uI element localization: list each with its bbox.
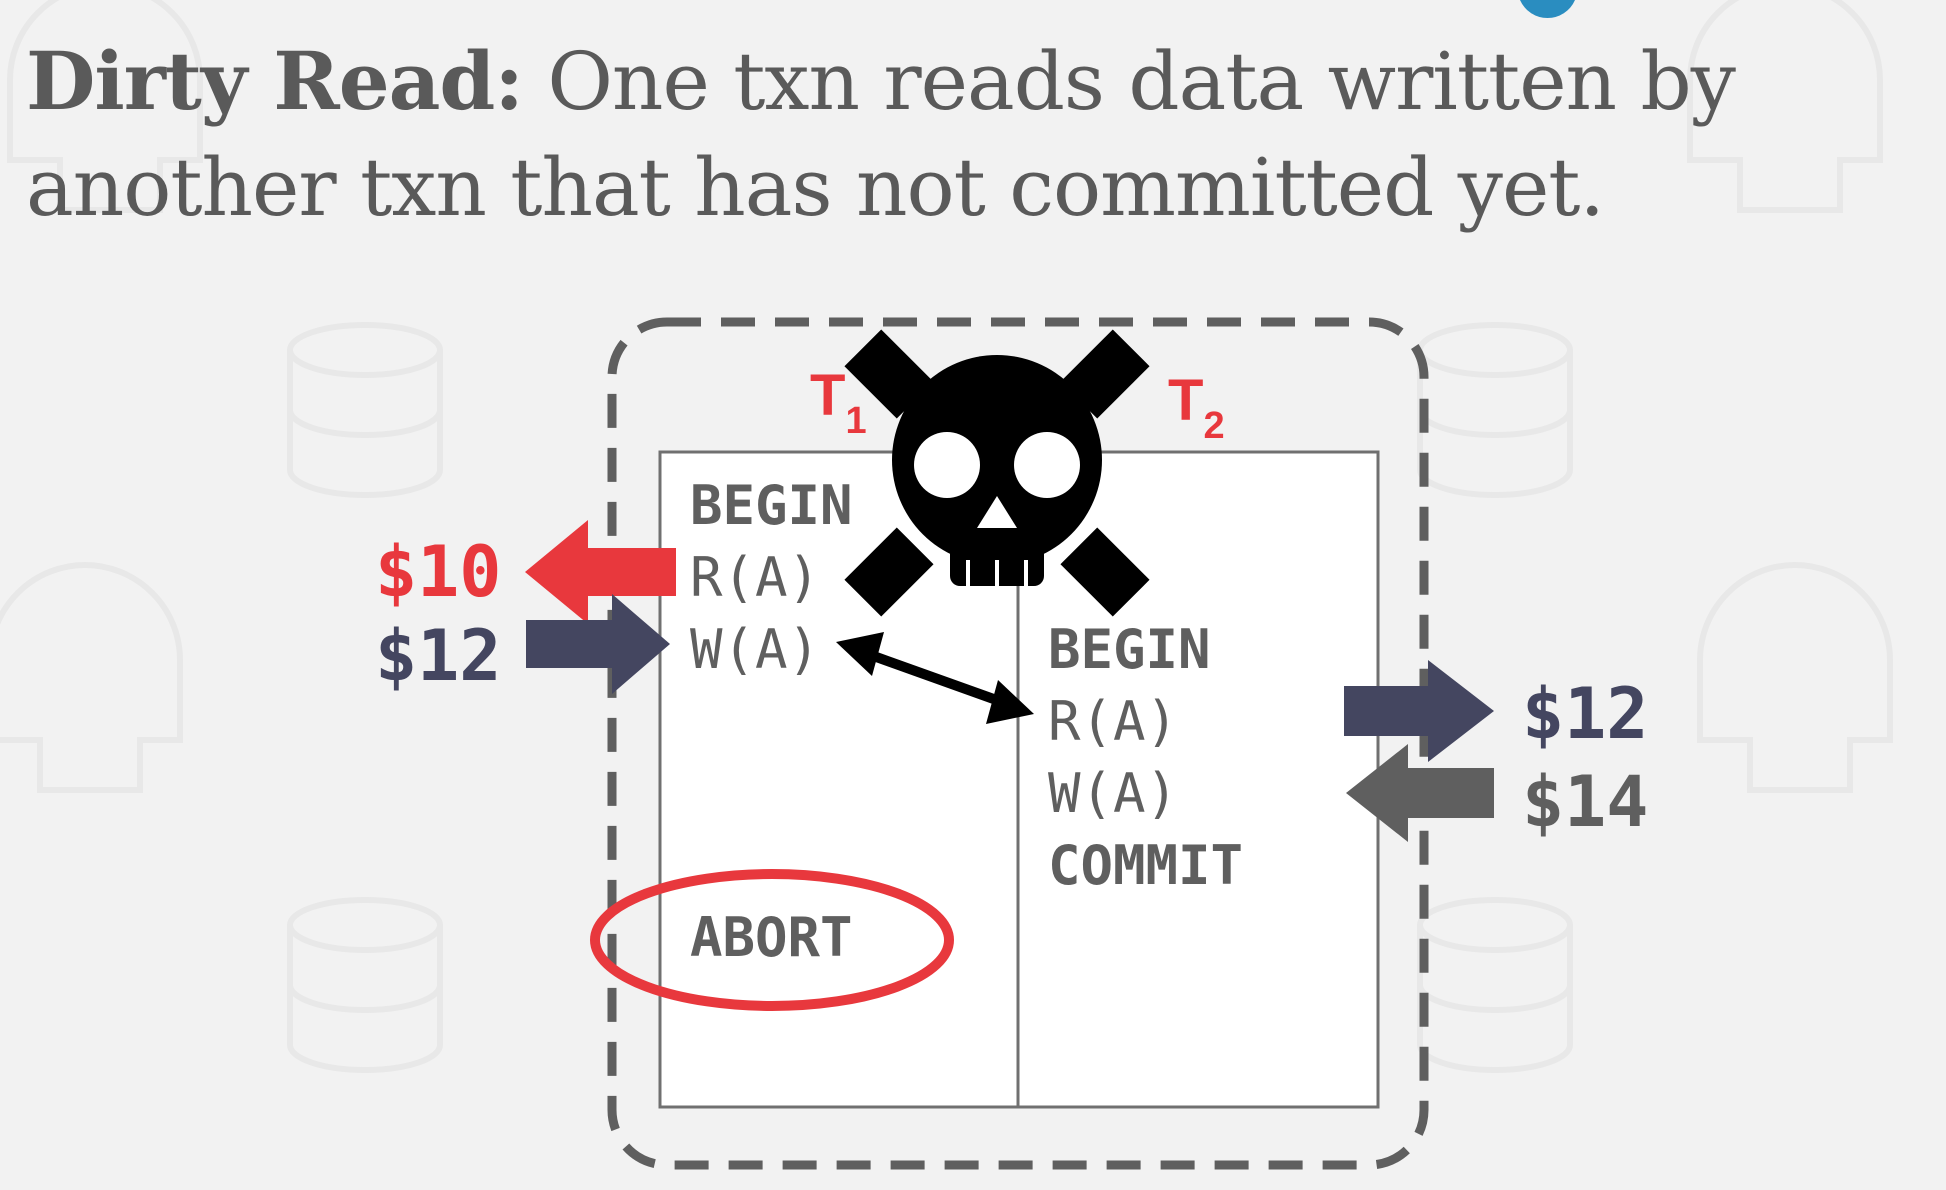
t2-op-read: R(A) [1048,690,1178,753]
t1-read-arrow [525,520,676,624]
database-boundary [607,317,1429,1170]
t1-op-begin: BEGIN [690,474,853,537]
skull-outline-icon [1697,562,1893,793]
t2-op-commit: COMMIT [1048,834,1243,897]
t1-label: T1 [810,363,867,442]
abort-highlight [590,869,954,1011]
t2-write-arrow [1346,744,1494,842]
t2-op-begin: BEGIN [1048,618,1211,681]
database-icon [287,897,443,1073]
logo-fragment [1520,0,1575,19]
skull-outline-icon [7,0,203,213]
title-line1: One txn reads data written by [547,35,1736,128]
t1-read-value: $10 [375,531,501,613]
t2-read-value: $12 [1522,673,1648,755]
t1-op-read: R(A) [690,546,820,609]
title-term: Dirty Read: [26,34,524,128]
t1-op-abort: ABORT [690,906,853,969]
t2-subscript: 2 [1203,405,1224,447]
t2-letter: T [1168,368,1203,433]
t1-write-value: $12 [375,615,501,697]
t2-write-value: $14 [1522,761,1648,843]
skull-outline-icon [0,562,183,793]
t1-op-write: W(A) [690,618,820,681]
t1-subscript: 1 [845,400,866,442]
t2-label: T2 [1168,368,1225,447]
conflict-arrow [836,632,1034,724]
t1-letter: T [810,363,845,428]
slide-title: Dirty Read: One txn reads data written b… [26,28,1906,241]
title-line2: another txn that has not committed yet. [26,141,1605,234]
skull-outline-icon [1687,0,1883,213]
t2-op-write: W(A) [1048,762,1178,825]
skull-crossbones-icon [844,329,1150,617]
t2-read-arrow [1344,660,1494,762]
database-icon [287,322,443,498]
t1-write-arrow [526,594,670,694]
